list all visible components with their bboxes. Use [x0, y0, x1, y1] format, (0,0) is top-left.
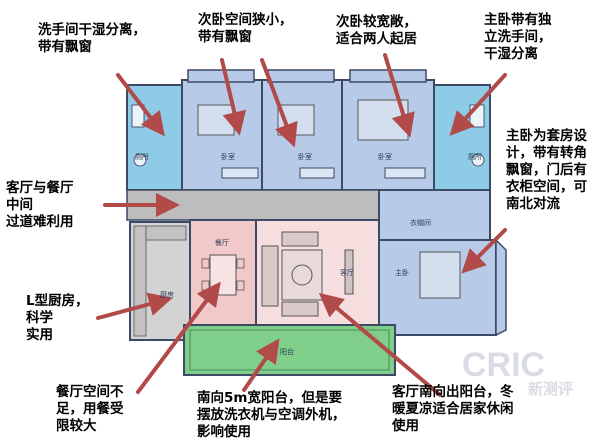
arrow-bedroom-a: [220, 58, 247, 136]
room-label-balcony: 阳台: [280, 348, 294, 356]
room-label-dining: 餐厅: [215, 239, 229, 247]
room-label-master: 主卧: [395, 269, 409, 277]
room-label-bedroom-b: 卧室: [298, 153, 312, 161]
room-label-bath-left: 厕所: [135, 153, 149, 161]
callout-second-bedroom-small: 次卧空间狭小， 带有飘窗: [198, 12, 293, 45]
wardrobe-area: [378, 189, 491, 241]
arrow-bedroom-b: [260, 58, 298, 148]
arrow-master-bath: [449, 73, 507, 136]
annotation-arrows: [96, 53, 507, 397]
arrow-kitchen: [96, 292, 173, 320]
room-label-bedroom-c: 卧室: [378, 153, 392, 161]
callout-bathroom-left: 洗手间干湿分离， 带有飘窗: [38, 22, 146, 55]
callout-second-bedroom-wide: 次卧较宽敞， 适合两人起居: [336, 14, 417, 47]
watermark-sub: 新测评: [528, 381, 574, 398]
balcony-area: [183, 324, 396, 376]
arrow-living: [318, 292, 442, 397]
callout-corridor: 客厅与餐厅 中间 过道难利用: [6, 180, 74, 230]
room-label-bath-right: 厕所: [468, 153, 482, 161]
arrow-dining: [136, 281, 221, 394]
callout-dining: 餐厅空间不 足，用餐受 限较大: [56, 384, 124, 434]
room-label-wardrobe: 衣帽间: [410, 219, 431, 227]
callout-balcony: 南向5m宽阳台，但是要 摆放洗衣机与空调外机， 影响使用: [197, 390, 346, 440]
bath-left-area: [126, 84, 183, 191]
callout-master-bath: 主卧带有独 立洗手间， 干湿分离: [484, 12, 552, 62]
callout-living: 客厅南向出阳台，冬 暖夏凉适合居家休闲 使用: [392, 384, 514, 434]
arrow-balcony: [242, 338, 280, 392]
callout-master-suite: 主卧为套房设 计，带有转角 飘窗，门后有 衣柜空间，可 南北对流: [506, 128, 587, 212]
room-label-kitchen: 厨房: [160, 291, 174, 299]
callout-kitchen: L型厨房， 科学 实用: [26, 293, 89, 343]
watermark-brand: CRIC: [462, 346, 546, 384]
arrow-master-suite: [461, 228, 507, 274]
room-label-bedroom-a: 卧室: [221, 153, 235, 161]
arrow-bedroom-c: [383, 53, 415, 138]
room-label-living: 客厅: [340, 269, 354, 277]
arrow-bath-left: [116, 73, 165, 137]
